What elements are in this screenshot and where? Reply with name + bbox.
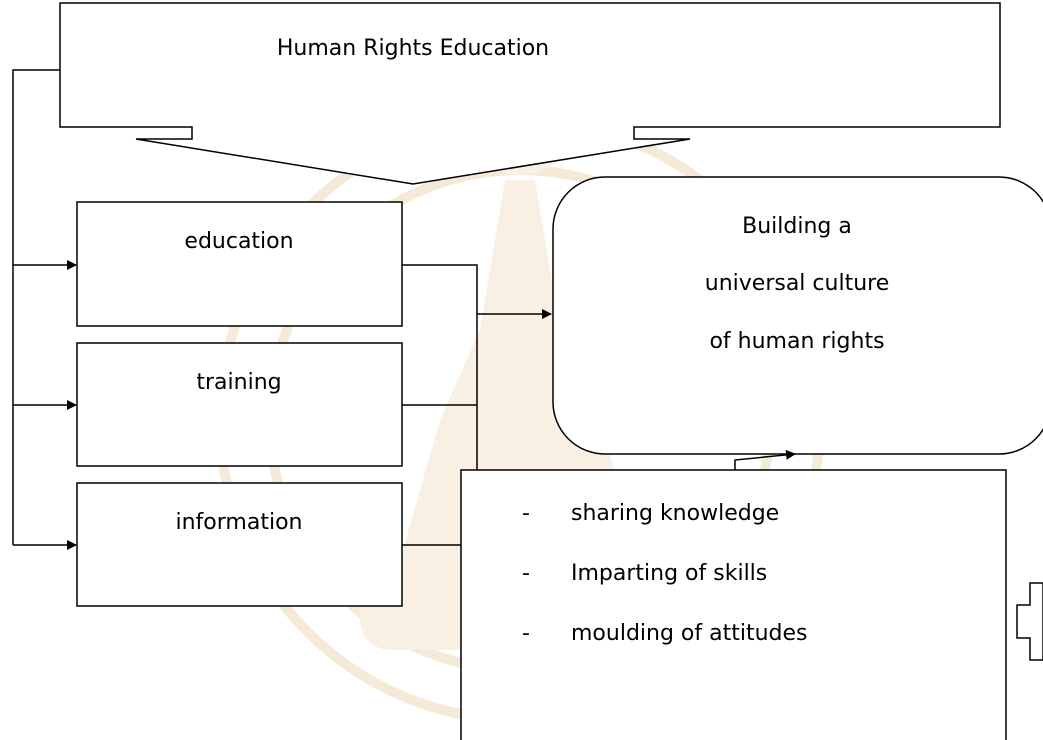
goal-line-1: Building a xyxy=(742,214,852,239)
block-arrow-right-icon xyxy=(1016,582,1043,661)
goal-line-3: of human rights xyxy=(709,329,884,354)
goal-box xyxy=(552,176,1043,455)
component-label-information: information xyxy=(176,510,303,535)
connector-education xyxy=(402,264,478,470)
left-bracket-line xyxy=(12,69,60,545)
component-label-training: training xyxy=(196,370,281,395)
activity-item-1: sharing knowledge xyxy=(571,501,779,526)
activity-bullet-3: - xyxy=(522,621,530,646)
component-box-information xyxy=(76,482,403,607)
title-banner-shape xyxy=(59,2,1001,185)
component-box-training xyxy=(76,342,403,467)
component-label-education: education xyxy=(184,229,293,254)
arrow-activities-to-goal xyxy=(734,449,796,470)
activity-item-3: moulding of attitudes xyxy=(571,621,808,646)
goal-line-2: universal culture xyxy=(705,271,889,296)
activity-item-2: Imparting of skills xyxy=(571,561,767,586)
activity-bullet-1: - xyxy=(522,501,530,526)
component-box-education xyxy=(76,201,403,327)
activity-bullet-2: - xyxy=(522,561,530,586)
title-banner-label: Human Rights Education xyxy=(277,36,549,61)
activities-box xyxy=(460,469,1007,740)
